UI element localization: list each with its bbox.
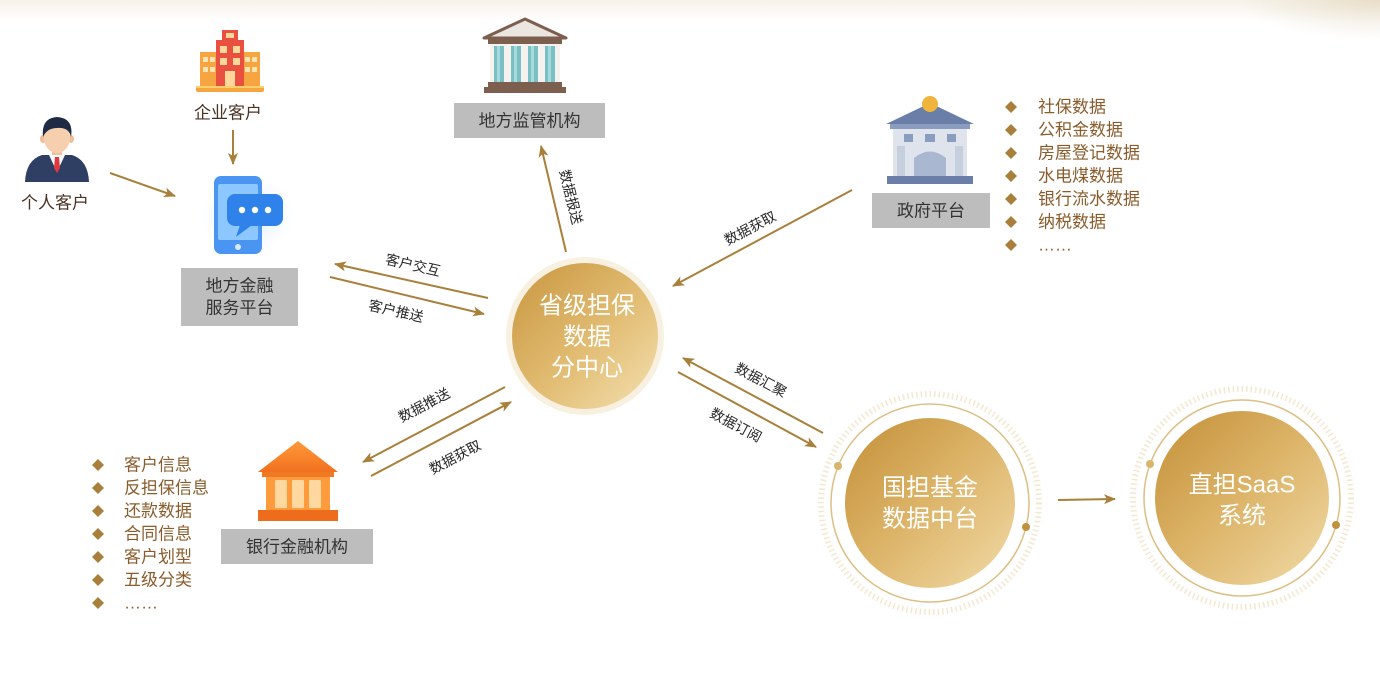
list-item: 五级分类	[124, 571, 192, 590]
saas-label-line1: 直担SaaS	[1189, 472, 1296, 499]
list-item: 公积金数据	[1038, 121, 1123, 140]
edge-label-customer-push: 客户推送	[367, 297, 425, 325]
arrow-customer-interaction	[334, 261, 489, 299]
list-bullet	[92, 528, 104, 540]
list-bullet	[92, 551, 104, 563]
gov-data-list: 社保数据 公积金数据 房屋登记数据 水电煤数据 银行流水数据 纳税数据 ……	[1005, 98, 1140, 255]
phone-chat-icon	[200, 175, 296, 255]
arrow-subscribe	[677, 371, 817, 448]
provincial-center-circle: 省级担保 数据 分中心	[506, 257, 664, 415]
list-item: 合同信息	[124, 525, 192, 544]
local-finance-platform-label-line1: 地方金融	[206, 277, 274, 296]
saas-circle: 直担SaaS 系统	[1130, 386, 1354, 610]
edge-label-subscribe: 数据订阅	[708, 405, 765, 445]
edge-label-aggregate: 数据汇聚	[733, 360, 790, 400]
edge-label-report: 数据报送	[556, 168, 585, 226]
list-item: 还款数据	[124, 502, 192, 521]
list-bullet	[92, 482, 104, 494]
list-item: 纳税数据	[1038, 213, 1106, 232]
local-regulator-box: 地方监管机构	[454, 103, 605, 138]
arrow-aggregate	[682, 357, 824, 434]
arrow-bank-push	[362, 386, 506, 463]
list-bullet	[1005, 170, 1017, 182]
list-item: 水电煤数据	[1038, 167, 1123, 186]
edge-label-customer-interaction: 客户交互	[384, 251, 442, 279]
bank-box: 银行金融机构	[221, 529, 373, 564]
list-item: 反担保信息	[124, 479, 209, 498]
list-bullet	[1005, 101, 1017, 113]
provincial-center-label-line2: 数据	[563, 324, 611, 351]
list-item: 银行流水数据	[1038, 190, 1140, 209]
enterprise-customer-label: 企业客户	[194, 104, 262, 123]
personal-customer-label: 个人客户	[21, 194, 89, 213]
list-item: 客户划型	[124, 548, 192, 567]
bank-icon	[258, 441, 338, 521]
list-bullet	[1005, 124, 1017, 136]
bank-label: 银行金融机构	[246, 538, 348, 557]
provincial-center-label-line1: 省级担保	[539, 293, 635, 320]
list-bullet	[1005, 216, 1017, 228]
list-item: ……	[1038, 236, 1072, 255]
list-item: ……	[124, 594, 158, 613]
list-bullet	[1005, 193, 1017, 205]
list-bullet	[92, 597, 104, 609]
local-finance-platform-label-line2: 服务平台	[206, 299, 274, 318]
local-finance-platform-box: 地方金融 服务平台	[181, 268, 298, 326]
list-bullet	[1005, 239, 1017, 251]
list-item: 社保数据	[1038, 98, 1106, 117]
list-bullet	[92, 459, 104, 471]
arrow-gov-fetch	[672, 189, 853, 287]
arrow-fund-to-saas	[1057, 494, 1116, 505]
arrow-personal-to-platform	[109, 172, 176, 198]
person-icon	[25, 117, 89, 182]
arrow-report	[538, 145, 567, 253]
government-building-icon	[886, 96, 974, 184]
list-bullet	[1005, 147, 1017, 159]
local-regulator-label: 地方监管机构	[479, 112, 581, 131]
saas-label-line2: 系统	[1218, 503, 1266, 530]
institution-icon	[482, 17, 568, 93]
bank-data-list: 客户信息 反担保信息 还款数据 合同信息 客户划型 五级分类 ……	[92, 456, 209, 613]
provincial-center-label-line3: 分中心	[551, 355, 623, 382]
list-item: 客户信息	[124, 456, 192, 475]
national-fund-circle: 国担基金 数据中台	[818, 391, 1042, 615]
edge-label-gov-fetch: 数据获取	[722, 208, 779, 248]
gov-platform-box: 政府平台	[872, 193, 990, 228]
list-bullet	[92, 505, 104, 517]
enterprise-building-icon	[196, 30, 264, 92]
gov-platform-label: 政府平台	[897, 202, 965, 221]
arrow-bank-fetch	[370, 401, 512, 477]
national-fund-label-line2: 数据中台	[882, 506, 978, 533]
arrow-customer-push	[329, 276, 485, 317]
list-item: 房屋登记数据	[1038, 144, 1140, 163]
list-bullet	[92, 574, 104, 586]
national-fund-label-line1: 国担基金	[882, 475, 978, 502]
